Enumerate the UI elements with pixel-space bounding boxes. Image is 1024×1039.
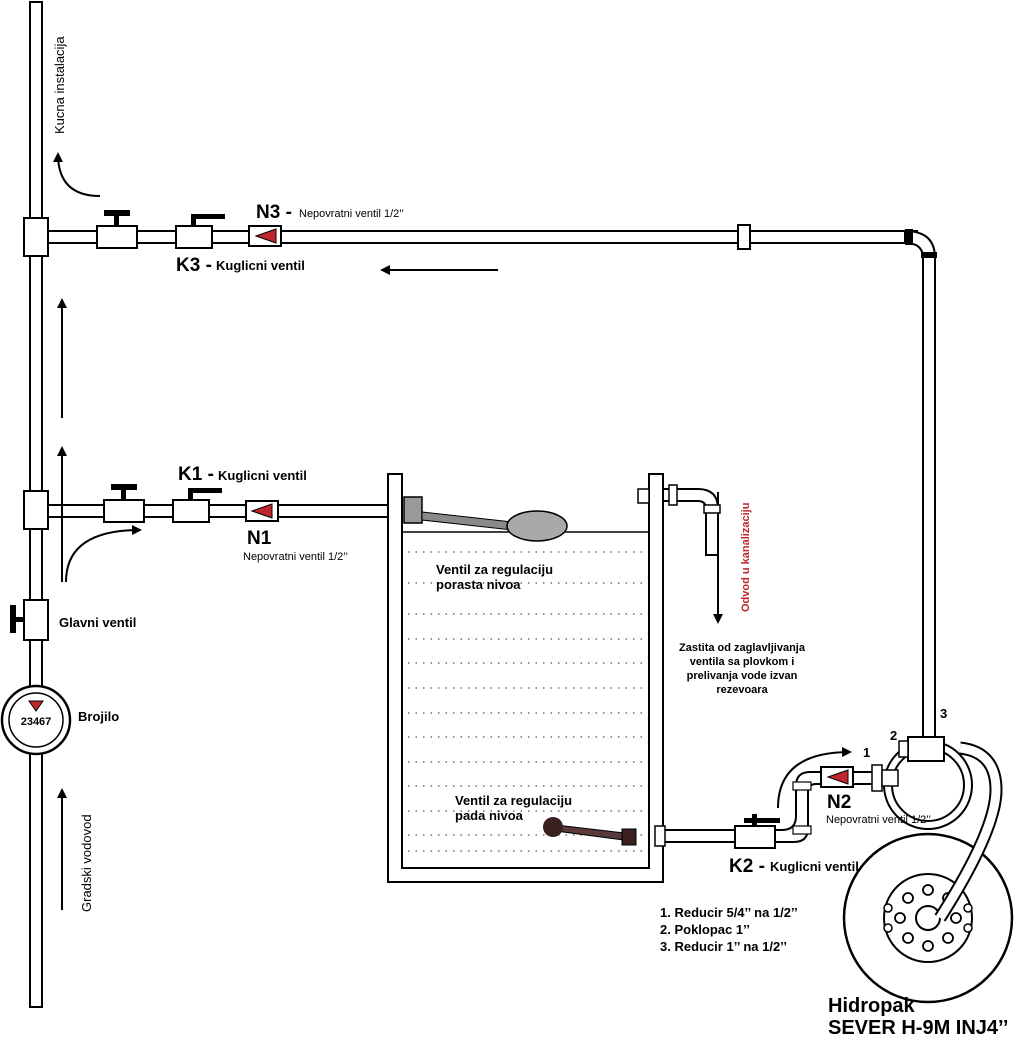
fitting-number-2: 2 bbox=[890, 728, 897, 743]
k3-ball-valve bbox=[175, 214, 225, 249]
zastita-line-1: Zastita od zaglavljivanja bbox=[679, 642, 806, 654]
k1-ball-valve bbox=[172, 488, 222, 523]
n3-code: N3 - bbox=[256, 202, 292, 223]
float-valve-label-2: porasta nivoa bbox=[436, 577, 521, 592]
kucna-instalacija-label: Kucna instalacija bbox=[52, 36, 67, 134]
k3-code: K3 - bbox=[176, 255, 212, 276]
n2-code: N2 bbox=[827, 792, 851, 813]
n3-check-valve bbox=[248, 225, 282, 247]
n2-check-valve bbox=[820, 766, 854, 788]
n2-text: Nepovratni ventil 1/2’’ bbox=[826, 814, 931, 826]
brojilo-label: Brojilo bbox=[78, 709, 119, 724]
low-valve-label-2: pada nivoa bbox=[455, 808, 524, 823]
glavni-ventil-label: Glavni ventil bbox=[59, 615, 136, 630]
top-branch-pipe bbox=[23, 217, 937, 741]
low-valve-label-1: Ventil za regulaciju bbox=[455, 793, 572, 808]
n1-check-valve bbox=[245, 500, 279, 522]
fitting-number-3: 3 bbox=[940, 706, 947, 721]
overflow-pipe bbox=[637, 484, 721, 556]
k3-text: Kuglicni ventil bbox=[216, 258, 305, 273]
water-meter bbox=[0, 684, 72, 756]
k2-ball-valve bbox=[734, 814, 780, 849]
k3-ball-valve-1 bbox=[96, 210, 138, 249]
pump-name-line-1: Hidropak bbox=[828, 995, 916, 1017]
legend-item-2: 2. Poklopac 1’’ bbox=[660, 922, 750, 937]
k1-text: Kuglicni ventil bbox=[218, 468, 307, 483]
n3-text: Nepovratni ventil 1/2’’ bbox=[299, 208, 404, 220]
n1-code: N1 bbox=[247, 528, 272, 549]
main-valve bbox=[10, 599, 49, 641]
odvod-label: Odvod u kanalizaciju bbox=[740, 503, 752, 612]
zastita-line-4: rezevoara bbox=[716, 684, 768, 696]
meter-reading: 23467 bbox=[21, 716, 52, 728]
zastita-line-3: prelivanja vode izvan bbox=[687, 670, 798, 682]
legend-item-3: 3. Reducir 1’’ na 1/2’’ bbox=[660, 939, 787, 954]
float-valve bbox=[403, 496, 568, 542]
zastita-line-2: ventila sa plovkom i bbox=[690, 656, 795, 668]
pump-name-line-2: SEVER H-9M INJ4’’ bbox=[828, 1017, 1008, 1039]
k1-code: K1 - bbox=[178, 464, 214, 485]
k2-code: K2 - bbox=[729, 856, 765, 877]
k2-text: Kuglicni ventil bbox=[770, 859, 859, 874]
fitting-number-1: 1 bbox=[863, 745, 870, 760]
n1-text: Nepovratni ventil 1/2’’ bbox=[243, 551, 348, 563]
flow-arrows bbox=[53, 152, 852, 910]
low-level-valve bbox=[543, 817, 637, 846]
k1-ball-valve-1 bbox=[103, 484, 145, 523]
gradski-vodovod-label: Gradski vodovod bbox=[79, 814, 94, 912]
hydrophore-pump bbox=[842, 736, 1014, 1004]
float-valve-label-1: Ventil za regulaciju bbox=[436, 562, 553, 577]
legend-item-1: 1. Reducir 5/4’’ na 1/2’’ bbox=[660, 905, 798, 920]
